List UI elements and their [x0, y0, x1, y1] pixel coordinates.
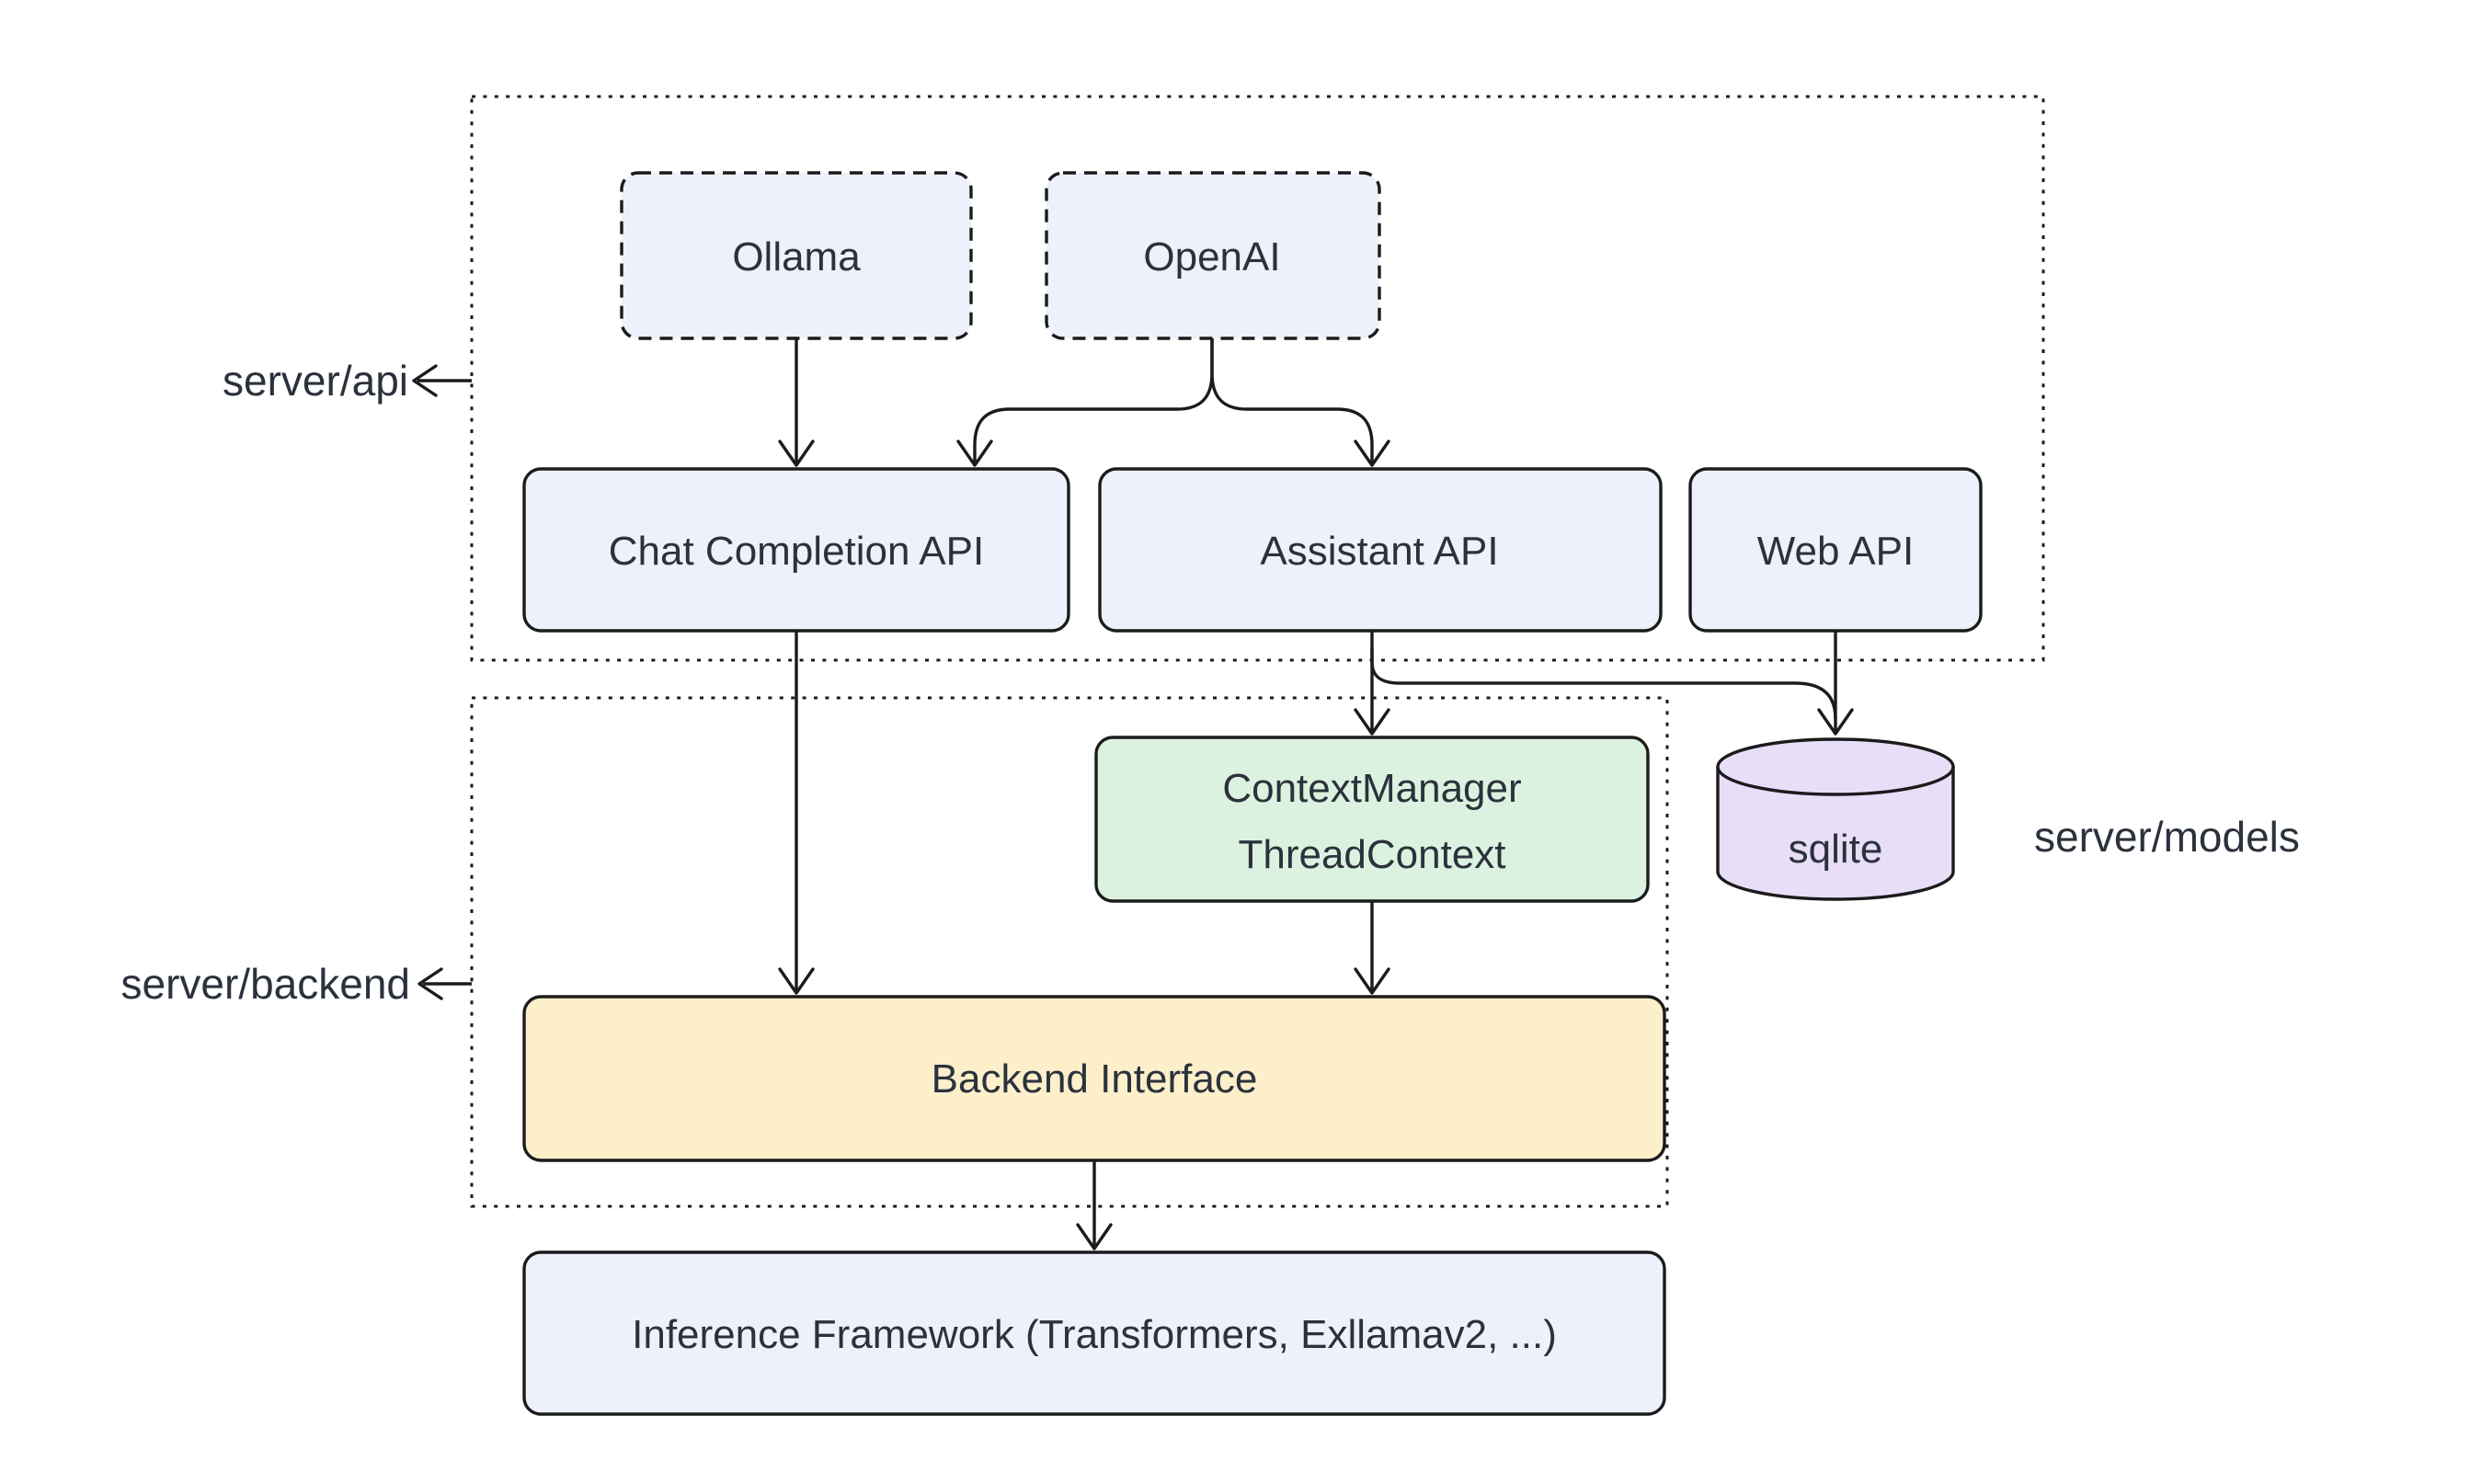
label-server-models: server/models [2034, 813, 2300, 861]
node-openai [1045, 171, 1381, 340]
arrowhead-context-backend [1354, 967, 1390, 995]
node-context-manager-label-line1: ContextManager [1222, 766, 1521, 811]
node-sqlite-top [1716, 737, 1955, 796]
arrowhead-openai-assistant [1354, 439, 1390, 467]
arrowhead-assistant-context [1354, 708, 1390, 736]
arrowhead-ollama-chat [778, 439, 815, 467]
edge-openai-chat [973, 338, 1214, 463]
node-web-api [1688, 467, 1983, 633]
node-sqlite-body [1716, 767, 1955, 901]
container-server-api [470, 95, 2045, 662]
node-openai-label: OpenAI [1143, 234, 1280, 280]
arrowhead-sqlite [1817, 708, 1854, 736]
edge-assistant-sqlite [1370, 647, 1837, 720]
node-backend-interface [522, 995, 1666, 1162]
node-inference-framework [522, 1250, 1666, 1416]
node-context-manager [1094, 736, 1650, 903]
node-backend-interface-label: Backend Interface [932, 1056, 1258, 1102]
edge-openai-assistant [1210, 338, 1374, 463]
node-chat-completion-api-label: Chat Completion API [609, 529, 984, 574]
arrowhead-openai-chat [956, 439, 993, 467]
node-ollama-label: Ollama [732, 234, 861, 280]
node-assistant-api [1098, 467, 1663, 633]
node-ollama [620, 171, 973, 340]
container-server-backend [470, 696, 1669, 1208]
arrowhead-backend-inference [1076, 1223, 1113, 1250]
label-server-backend: server/backend [121, 960, 411, 1008]
arrowhead-chat-backend [778, 967, 815, 995]
label-server-api: server/api [223, 357, 408, 405]
arrowhead-left-server-api [412, 364, 438, 397]
node-context-manager-label-line2: ThreadContext [1238, 832, 1505, 877]
node-chat-completion-api [522, 467, 1070, 633]
node-web-api-label: Web API [1757, 529, 1914, 574]
node-sqlite-label: sqlite [1789, 827, 1883, 872]
arrowhead-left-server-backend [417, 967, 443, 1000]
node-assistant-api-label: Assistant API [1260, 529, 1498, 574]
node-inference-framework-label: Inference Framework (Transformers, Exlla… [632, 1312, 1557, 1357]
